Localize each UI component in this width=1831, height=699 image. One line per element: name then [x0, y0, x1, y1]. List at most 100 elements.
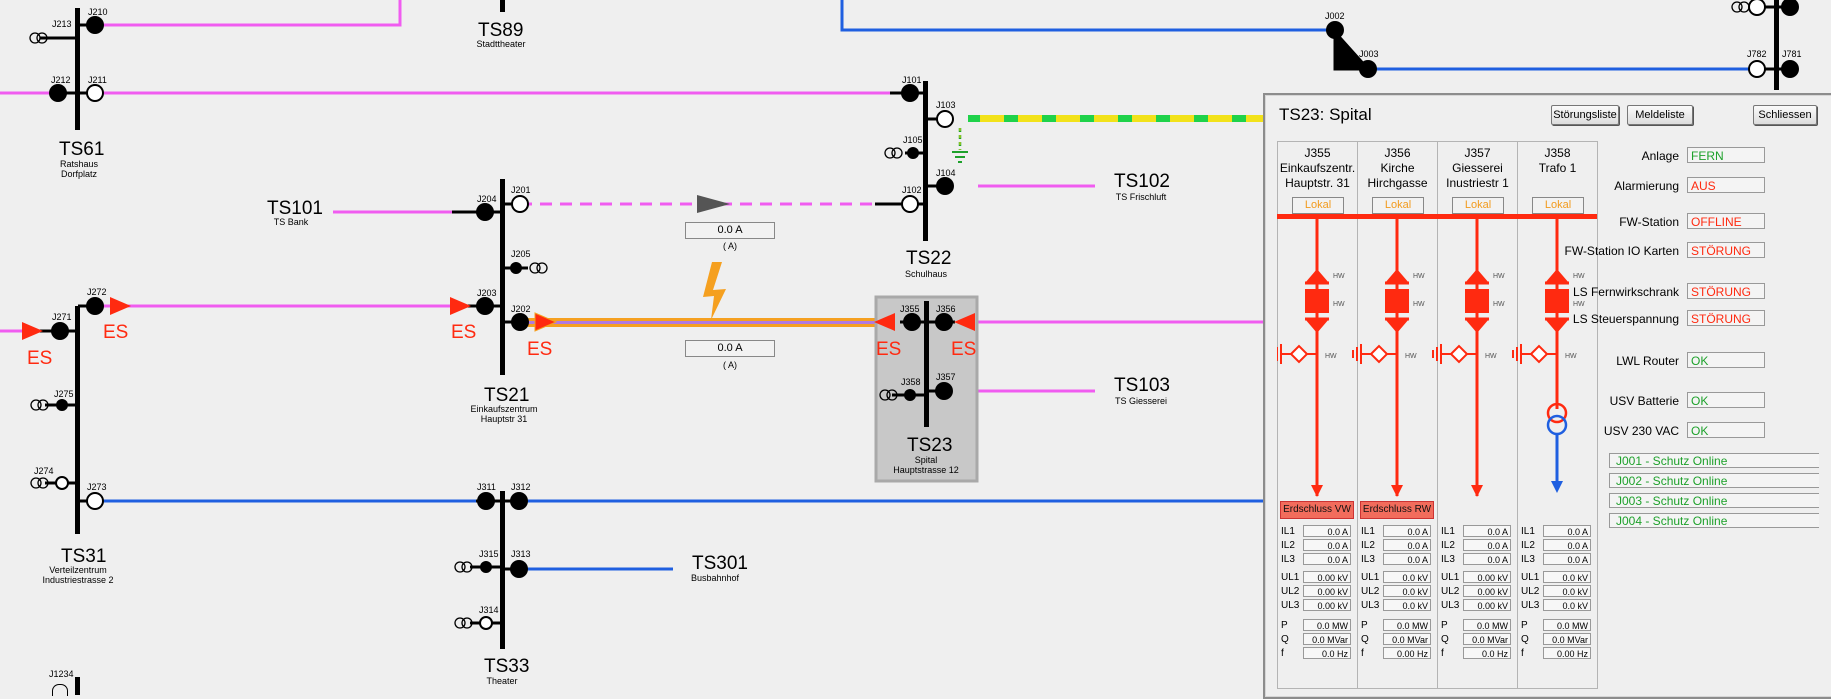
station-ts102-name[interactable]: TS102 — [1114, 171, 1170, 192]
joint-label: J271 — [52, 312, 72, 322]
station-ts31-sub1: Verteilzentrum — [49, 565, 107, 575]
station-ts101-name[interactable]: TS101 — [267, 198, 323, 219]
measurement-value: 0.0 kV — [1543, 585, 1591, 597]
measurement-value: 0.0 kV — [1383, 599, 1431, 611]
disconnector-top-icon — [1545, 269, 1569, 283]
joint-label: J782 — [1747, 49, 1767, 59]
earth-fault-label: ES — [103, 322, 129, 343]
measurement-label: IL1 — [1361, 526, 1375, 537]
joint-label: J213 — [52, 19, 72, 29]
measurement-label: P — [1361, 620, 1368, 631]
station-ts61-sub1: Ratshaus — [59, 159, 99, 169]
station-ts89-name[interactable]: TS89 — [478, 20, 524, 41]
local-mode-button[interactable]: Lokal — [1452, 197, 1504, 214]
close-button[interactable]: Schliessen — [1753, 105, 1817, 125]
measurement-label: Q — [1441, 634, 1449, 645]
joint-label: J101 — [902, 75, 922, 85]
measurement-value: 0.0 kV — [1383, 571, 1431, 583]
measurement-value: 0.0 A — [1543, 553, 1591, 565]
station-ts33-name[interactable]: TS33 — [484, 656, 530, 677]
joint-label: J312 — [511, 482, 531, 492]
station-ts31-name[interactable]: TS31 — [61, 546, 107, 567]
arrow-down-icon — [1551, 481, 1563, 493]
local-mode-button[interactable]: Lokal — [1292, 197, 1344, 214]
joint-label: J272 — [87, 287, 107, 297]
measurement-label: IL1 — [1281, 526, 1295, 537]
panel-busbar — [1277, 214, 1597, 219]
current-unit: ( A) — [722, 360, 737, 370]
measurement-label: UL3 — [1441, 600, 1460, 611]
status-label: LS Fernwirkschrank — [1572, 285, 1679, 299]
line-j002 — [840, 0, 1328, 32]
measurement-value: 0.0 A — [1543, 525, 1591, 537]
measurement-value: 0.0 A — [1463, 553, 1511, 565]
measurement-label: f — [1281, 648, 1284, 659]
joint-label: J274 — [34, 466, 54, 476]
measurement-value: 0.0 A — [1543, 539, 1591, 551]
station-ts21-name[interactable]: TS21 — [484, 385, 530, 406]
joint-label: J358 — [901, 377, 921, 387]
measurement-value: 0.0 Hz — [1463, 647, 1511, 659]
busbar-ts33 — [500, 491, 505, 649]
status-label: LWL Router — [1616, 354, 1679, 368]
feeder-name: Trafo 1 — [1538, 161, 1577, 175]
feeder-column: J358 Trafo 1 Lokal — [1517, 141, 1598, 689]
status-label: LS Steuerspannung — [1572, 312, 1679, 326]
measurement-value: 0.0 A — [1383, 525, 1431, 537]
circuit-breaker-icon — [1385, 289, 1409, 313]
measurement-label: IL3 — [1441, 554, 1455, 565]
station-ts103-name[interactable]: TS103 — [1114, 375, 1170, 396]
disconnector-bottom-icon — [1545, 319, 1569, 333]
message-list-button[interactable]: Meldeliste — [1627, 105, 1693, 125]
measurement-row-il1: IL1 0.0 A — [1519, 525, 1595, 538]
hw-label: HW — [1493, 301, 1505, 308]
current-readout[interactable]: 0.0 A — [685, 340, 775, 357]
feeder-name-2: Hauptstr. 31 — [1285, 176, 1350, 190]
status-value: OK — [1687, 352, 1765, 368]
joint-label: J273 — [87, 482, 107, 492]
status-value: OFFLINE — [1687, 213, 1765, 229]
measurement-label: P — [1441, 620, 1448, 631]
local-mode-button[interactable]: Lokal — [1372, 197, 1424, 214]
measurement-label: Q — [1521, 634, 1529, 645]
joint-label: J203 — [477, 288, 497, 298]
measurement-label: UL1 — [1361, 572, 1380, 583]
joint-label: J105 — [903, 135, 923, 145]
measurement-label: UL1 — [1281, 572, 1300, 583]
circuit-breaker-icon — [1305, 289, 1329, 313]
station-ts61-name[interactable]: TS61 — [59, 139, 105, 160]
station-ts23-sub1: Spital — [914, 455, 938, 465]
feeder-name: Kirche — [1380, 161, 1415, 175]
disconnector-bottom-icon — [1305, 319, 1329, 333]
measurement-value: 0.0 A — [1383, 539, 1431, 551]
earth-fault-label: ES — [527, 339, 553, 360]
hw-label: HW — [1325, 353, 1337, 360]
station-ts23-name[interactable]: TS23 — [907, 435, 953, 456]
current-readout[interactable]: 0.0 A — [685, 222, 775, 239]
feeder-id: J358 — [1544, 146, 1571, 160]
station-detail-panel: TS23: Spital Störungsliste Meldeliste Sc… — [1263, 93, 1831, 699]
fault-list-button[interactable]: Störungsliste — [1551, 105, 1619, 125]
flow-direction-icon — [697, 195, 730, 213]
busbar-ts23 — [924, 301, 929, 427]
status-label: FW-Station — [1619, 215, 1679, 229]
joint-label: J204 — [477, 194, 497, 204]
feeder-name-2: Inustriestr 1 — [1446, 176, 1509, 190]
local-mode-button[interactable]: Lokal — [1532, 197, 1584, 214]
panel-title: TS23: Spital — [1279, 105, 1372, 124]
station-ts301-name[interactable]: TS301 — [692, 553, 748, 574]
earth-fault-alarm: Erdschluss RW — [1360, 501, 1434, 519]
measurement-label: IL1 — [1521, 526, 1535, 537]
station-ts22-name[interactable]: TS22 — [906, 248, 952, 269]
measurement-value: 0.0 MVar — [1543, 633, 1591, 645]
